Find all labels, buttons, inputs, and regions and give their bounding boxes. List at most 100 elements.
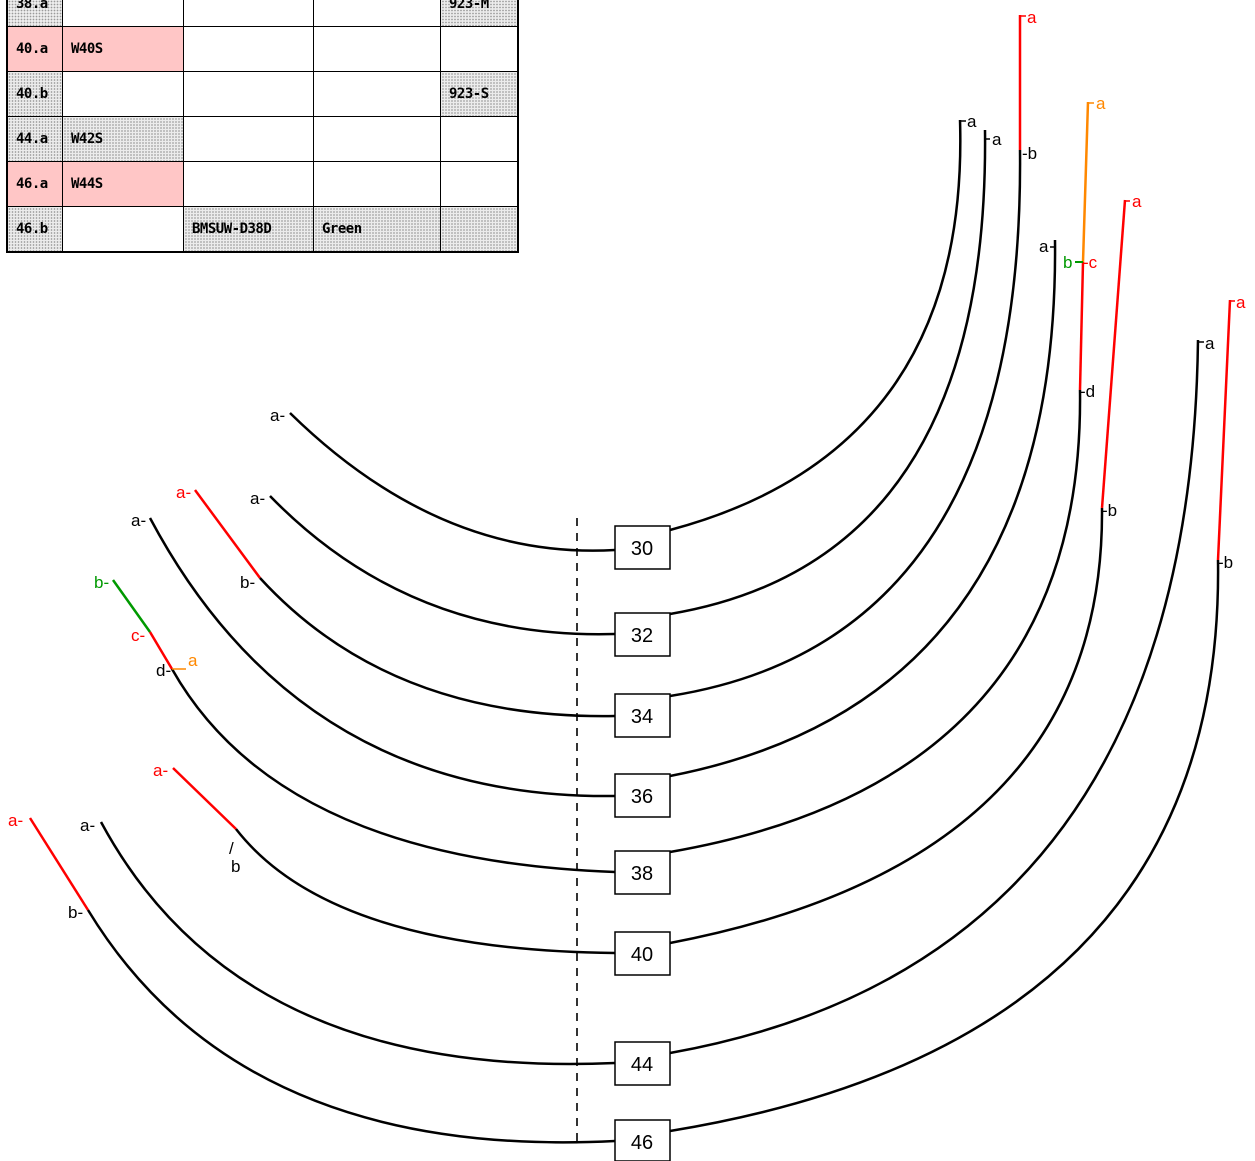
table-cell (440, 161, 519, 207)
segment-label: a- (8, 811, 23, 830)
arc-40-left-red (172, 767, 237, 830)
arc-38-right-orange (1081, 101, 1090, 263)
table-cell: 46.b (6, 206, 63, 253)
segment-label: a- (270, 406, 285, 425)
arc-46-right (669, 559, 1220, 1133)
arc-38-left (170, 668, 616, 874)
table-cell (62, 71, 184, 117)
arc-32-right (669, 129, 987, 616)
arc-label-46: 46 (614, 1119, 671, 1161)
arc-34-left (259, 577, 616, 718)
arc-label-36: 36 (614, 773, 671, 818)
svg-text:32: 32 (631, 625, 653, 647)
segment-label: b- (240, 573, 255, 592)
table-cell: Green (313, 206, 441, 253)
segment-label: a (1096, 94, 1106, 113)
arc-32-left (269, 495, 616, 636)
svg-text:38: 38 (631, 863, 653, 885)
arc-40-right-red (1100, 199, 1127, 509)
segment-label: a (1236, 293, 1246, 312)
segment-label: a (1027, 8, 1037, 27)
svg-text:44: 44 (631, 1054, 653, 1076)
segment-label: b- (68, 903, 83, 922)
table-cell: 923-M (440, 0, 519, 27)
segment-label: a- (176, 483, 191, 502)
table-cell: 46.a (6, 161, 63, 207)
svg-text:30: 30 (631, 538, 653, 560)
arc-38-left-green (111, 579, 152, 633)
arc-label-40: 40 (614, 931, 671, 976)
arc-30-left (289, 412, 616, 552)
table-cell (183, 0, 314, 27)
table-cell (440, 26, 519, 72)
table-cell (183, 26, 314, 72)
table-row: 40.b 923-S (6, 71, 519, 117)
svg-text:34: 34 (631, 706, 653, 728)
segment-label: -d (1080, 382, 1095, 401)
arc-40-left (235, 828, 616, 955)
arc-38-left-red (148, 631, 174, 670)
segment-label: b (1063, 253, 1072, 272)
table-cell (62, 206, 184, 253)
segment-label: a- (153, 761, 168, 780)
table-cell: 40.a (6, 26, 63, 72)
segment-label: b (231, 857, 240, 876)
table-cell (313, 116, 441, 162)
segment-label: -c (1083, 253, 1098, 272)
arc-label-30: 30 (614, 525, 671, 570)
table-cell (183, 161, 314, 207)
svg-text:40: 40 (631, 944, 653, 966)
segment-label: b- (94, 573, 109, 592)
arc-44-right (669, 339, 1200, 1055)
table-cell (313, 161, 441, 207)
table-cell: 44.a (6, 116, 63, 162)
table-cell: W40S (62, 26, 184, 72)
arc-34-left-red (193, 489, 262, 579)
arc-38-right-red (1078, 261, 1085, 391)
segment-label: a (1132, 192, 1142, 211)
segment-label: a (992, 130, 1002, 149)
segment-label: d- (156, 661, 171, 680)
table-cell: BMSUW-D38D (183, 206, 314, 253)
segment-label: -b (1022, 144, 1037, 163)
arc-40-right (669, 507, 1104, 945)
arc-label-34: 34 (614, 693, 671, 738)
arc-label-32: 32 (614, 612, 671, 657)
arc-46-left-red (28, 817, 90, 911)
segment-label: a (1039, 237, 1049, 256)
arc-label-38: 38 (614, 850, 671, 895)
svg-text:46: 46 (631, 1132, 653, 1154)
segment-label: a- (250, 489, 265, 508)
table-cell: 923-S (440, 71, 519, 117)
segment-label: a- (131, 511, 146, 530)
arc-label-44: 44 (614, 1041, 671, 1086)
arc-46-right-red (1216, 299, 1232, 561)
arc-44-left (99, 821, 616, 1066)
segment-label: a (1205, 334, 1215, 353)
segment-label: -b (1102, 501, 1117, 520)
table-cell: 38.a (6, 0, 63, 27)
arc-36-right (669, 239, 1057, 778)
segment-label: a (967, 112, 977, 131)
arc-38-right (669, 389, 1082, 854)
table-row: 38.a 923-M (6, 0, 519, 27)
arc-30-right (669, 119, 962, 532)
svg-text:36: 36 (631, 786, 653, 808)
arc-36-left (148, 517, 616, 798)
segment-label: -b (1218, 553, 1233, 572)
table-cell: 40.b (6, 71, 63, 117)
table-cell: W44S (62, 161, 184, 207)
segment-label: a (188, 651, 198, 670)
segment-label: a- (80, 816, 95, 835)
arc-34-right (669, 149, 1022, 698)
table-cell (440, 206, 519, 253)
segment-label: c- (131, 626, 145, 645)
arc-46-left (86, 909, 616, 1144)
segment-label: / (229, 839, 234, 858)
